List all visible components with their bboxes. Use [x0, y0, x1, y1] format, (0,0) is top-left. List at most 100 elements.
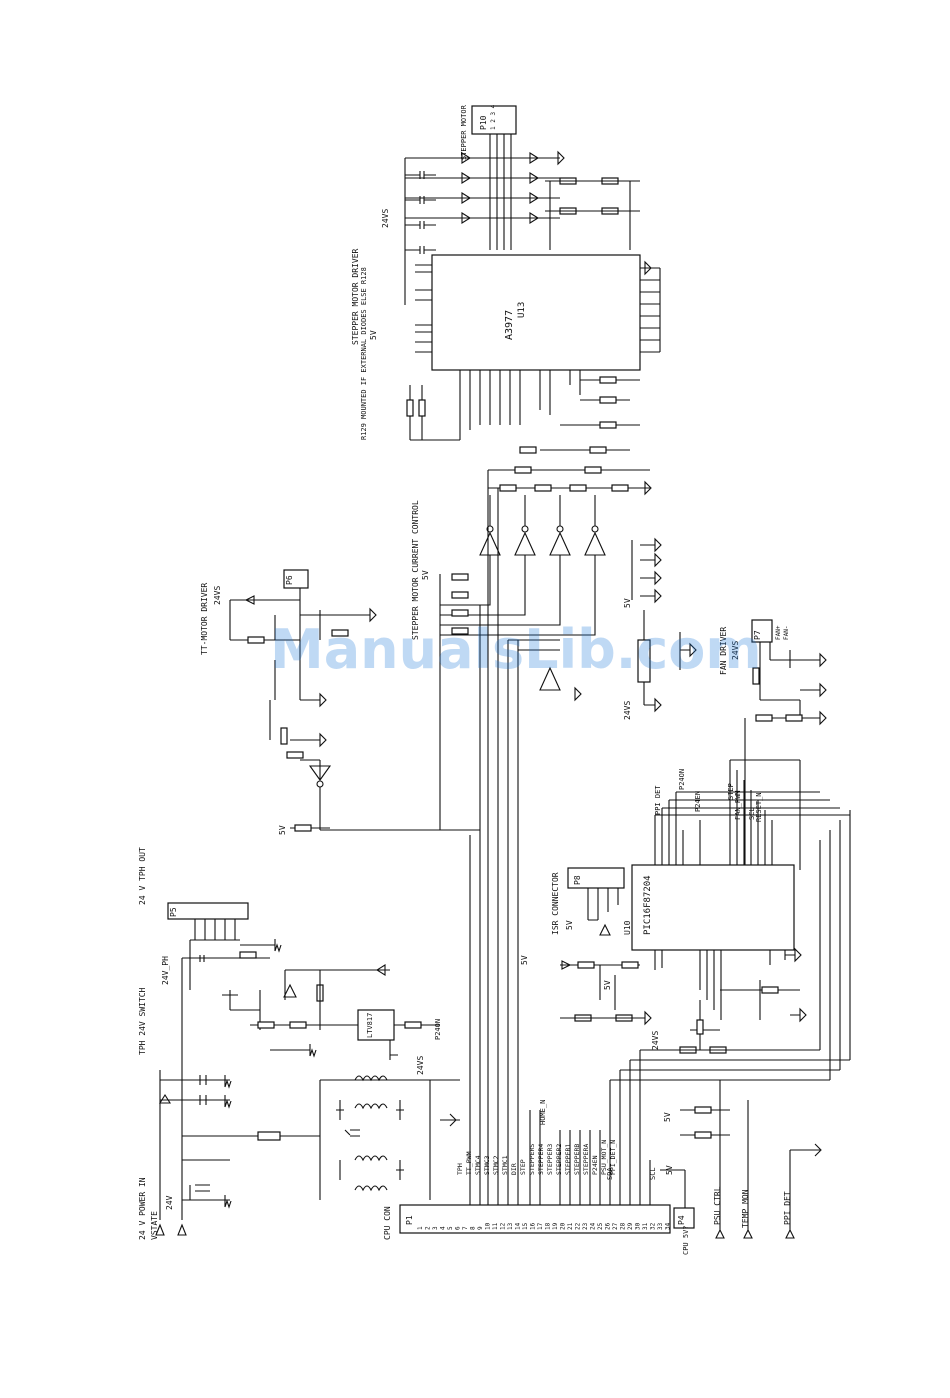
ic-u13-ref: U13: [517, 302, 527, 318]
p1-pin-9: 9: [477, 1226, 484, 1230]
p1-signal-label: TT_PWM: [465, 1151, 473, 1175]
p1-signal-label: STEPPERS: [528, 1144, 536, 1175]
pic-controller-block: PIC16F87204 U10 PPI DET P24ON P24EN STEP…: [520, 760, 807, 1054]
connector-p8: [567, 867, 625, 889]
p1-signal-label: STEPPER2: [555, 1144, 563, 1175]
cpu-con-title: CPU CON: [383, 1206, 392, 1240]
rail-5v-u13: 5V: [369, 330, 378, 340]
r129-note: R129 MOUNTED IF EXTERNAL DIODES ELSE R12…: [360, 267, 368, 440]
p1-pin-11: 11: [492, 1222, 499, 1230]
connector-p7: [751, 619, 773, 643]
p1-pin-33: 33: [657, 1222, 664, 1230]
p1-signal-label: TPH: [456, 1163, 464, 1175]
connector-p6: [283, 569, 309, 589]
sense-resistors: [545, 177, 640, 250]
fuse-f10: [257, 1131, 281, 1141]
p1-pin-6: 6: [455, 1226, 462, 1230]
optocoupler-u19: [357, 1009, 395, 1041]
p1-pin-30: 30: [635, 1222, 642, 1230]
signal-p24on-tph: P24ON: [434, 1019, 442, 1040]
ic-u10-ref: U10: [623, 920, 632, 935]
tph-power-block: 24 V TPH OUT TPH 24V SWITCH 24 V POWER I…: [138, 847, 460, 1240]
p1-pin-5: 5: [447, 1226, 454, 1230]
emi-filter: [319, 1075, 460, 1200]
p1-signal-label: PPI_DET_N: [609, 1140, 617, 1175]
p1-pin-3: 3: [432, 1226, 439, 1230]
stepper-driver-block: STEPPER MOTOR DRIVER STEPPER MOTOR 24VS …: [351, 104, 661, 454]
signal-fan-pwm: FAN_PWM: [734, 790, 742, 820]
p1-pin-20: 20: [560, 1222, 567, 1230]
p1-pin-32: 32: [650, 1222, 657, 1230]
power-in-title: 24 V POWER IN: [138, 1177, 147, 1240]
p1-signal-label: STEPPER1: [564, 1144, 572, 1175]
p1-signal-label: STEPPER3: [546, 1144, 554, 1175]
rail-5v-tt: 5V: [278, 825, 287, 835]
p1-signal-label: STEPPERB: [573, 1144, 581, 1175]
p1-pin-12: 12: [500, 1222, 507, 1230]
p1-pin-16: 16: [530, 1222, 537, 1230]
p1-pin-17: 17: [537, 1222, 544, 1230]
current-control-block: STEPPER MOTOR CURRENT CONTROL 5V: [411, 466, 697, 845]
isr-connector-block: ISR CONNECTOR P8 5V: [551, 867, 625, 936]
connector-p5: [167, 902, 249, 920]
manualslib-watermark: ManualsLib.com: [270, 618, 762, 681]
rail-cpu-5v: CPU 5V?: [682, 1225, 690, 1255]
rail-24vs-fan: 24VS: [731, 641, 740, 660]
p1-signal-label: STMC4: [474, 1155, 482, 1175]
p1-pin-2: 2: [425, 1226, 432, 1230]
ic-u13-part: A3977: [504, 310, 515, 340]
rail-5v-p8: 5V: [565, 920, 574, 930]
svg-text:1 2 3 4: 1 2 3 4: [490, 104, 497, 130]
p1-pin-34: 34: [665, 1222, 672, 1230]
tph-out-title: 24 V TPH OUT: [138, 847, 147, 905]
p1-pin-1: 1: [417, 1226, 424, 1230]
p1-signal-label: STMC2: [492, 1155, 500, 1175]
tt-motor-driver-title: TT-MOTOR DRIVER: [200, 583, 209, 655]
stepper-motor-title: STEPPER MOTOR: [460, 104, 468, 160]
fan-minus-label: FAN-: [783, 626, 790, 640]
rail-5v-current: 5V: [421, 570, 430, 580]
signal-scl: SCL: [649, 1167, 657, 1180]
signal-psu-ctrl: PSU CTRL: [713, 1186, 722, 1225]
diode-array: [461, 152, 540, 224]
isr-connector-title: ISR CONNECTOR: [551, 872, 560, 935]
p1-pin-27: 27: [612, 1222, 619, 1230]
connector-p7-label: P7: [753, 630, 762, 640]
rail-24vs-mid: 24VS: [623, 701, 632, 720]
p1-pin-28: 28: [620, 1222, 627, 1230]
ic-u10: [631, 864, 795, 951]
signal-p24on: P24ON: [678, 769, 686, 790]
p1-pin-22: 22: [575, 1222, 582, 1230]
tph-switch-title: TPH 24V SWITCH: [138, 987, 147, 1055]
signal-bus: [320, 605, 851, 1205]
bypass-capacitors: [404, 158, 436, 305]
signal-home-n: HOME_N: [539, 1100, 547, 1125]
signal-scl-pic: SCL: [748, 807, 756, 820]
stepper-motor-driver-title: STEPPER MOTOR DRIVER: [351, 248, 360, 345]
tt-motor-driver-block: TT-MOTOR DRIVER 24VS P6 5V: [200, 569, 377, 835]
p1-pin-7: 7: [462, 1226, 469, 1230]
p1-pin-23: 23: [582, 1222, 589, 1230]
connector-p1-label: P1: [405, 1215, 414, 1225]
p1-signal-label: STEP: [519, 1159, 527, 1175]
connector-p4: [673, 1207, 695, 1229]
rail-5v-p4: 5V: [665, 1165, 674, 1175]
p1-pin-24: 24: [590, 1222, 597, 1230]
current-control-title: STEPPER MOTOR CURRENT CONTROL: [411, 500, 420, 640]
p1-pin-8: 8: [470, 1226, 477, 1230]
signal-ppi-det-out: PPI DET: [783, 1191, 792, 1225]
fan-plus-label: FAN+: [775, 625, 782, 640]
signal-reset-n: RESET_N: [755, 792, 763, 822]
signal-ppi-det: PPI DET: [654, 785, 662, 815]
p1-pin-25: 25: [597, 1222, 604, 1230]
connector-p6-label: P6: [285, 575, 294, 585]
p1-pin-19: 19: [552, 1222, 559, 1230]
fan-driver-title: FAN DRIVER: [719, 627, 728, 675]
connector-p4-label: P4: [677, 1215, 686, 1225]
rail-5v-isr: 5V: [520, 955, 529, 965]
